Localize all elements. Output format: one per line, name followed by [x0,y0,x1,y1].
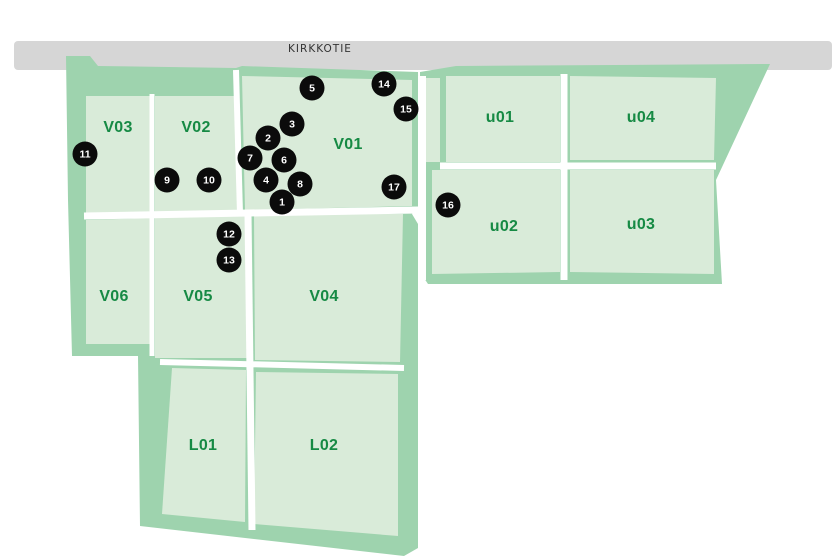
marker-dot [287,171,313,197]
marker-number: 9 [164,174,170,186]
grave-marker-10[interactable]: 10 [196,167,222,193]
road-label: KIRKKOTIE [288,43,352,55]
marker-dot [393,96,419,122]
marker-dot [72,141,98,167]
road-kirkkotie [14,41,832,70]
plot-label-v04: V04 [309,288,338,305]
plot-u03[interactable] [570,170,714,274]
plot-label-v05: V05 [183,288,212,305]
grave-marker-3[interactable]: 3 [279,111,305,137]
marker-dot [269,189,295,215]
plot-label-u03: u03 [627,216,655,233]
marker-dot [237,145,263,171]
plot-v03[interactable] [86,96,151,216]
marker-number: 3 [289,118,295,130]
marker-dot [255,125,281,151]
grave-marker-4[interactable]: 4 [253,167,279,193]
marker-dot [371,71,397,97]
marker-dot [253,167,279,193]
grave-marker-9[interactable]: 9 [154,167,180,193]
marker-number: 10 [203,174,215,186]
footpath-4 [83,206,419,220]
grave-marker-8[interactable]: 8 [287,171,313,197]
marker-number: 14 [378,78,390,90]
plot-l01[interactable] [162,368,246,522]
marker-dot [271,147,297,173]
plot-label-u02: u02 [490,218,518,235]
footpath-2 [244,213,256,531]
marker-number: 7 [247,152,253,164]
plot-u02[interactable] [432,170,560,274]
footpaths [83,69,716,531]
marker-number: 17 [388,181,400,193]
plot-u01[interactable] [446,76,560,162]
marker-dot [196,167,222,193]
plot-v01[interactable] [242,76,412,210]
marker-number: 13 [223,254,235,266]
plot-v06[interactable] [86,218,150,344]
plot-v02[interactable] [155,96,238,212]
marker-number: 6 [281,154,287,166]
marker-number: 15 [400,103,412,115]
plot-label-u01: u01 [486,109,514,126]
marker-dot [216,221,242,247]
grave-marker-17[interactable]: 17 [381,174,407,200]
plot-label-l01: L01 [189,437,217,454]
marker-dot [279,111,305,137]
grave-marker-5[interactable]: 5 [299,75,325,101]
marker-number: 5 [309,82,315,94]
plot-label-v02: V02 [181,119,210,136]
marker-number: 8 [297,178,303,190]
plot-label-u04: u04 [627,109,655,126]
grave-marker-13[interactable]: 13 [216,247,242,273]
marker-number: 16 [442,199,454,211]
marker-number: 4 [263,174,269,186]
plot-l02[interactable] [254,372,398,536]
plot-strip [426,78,440,162]
grave-marker-14[interactable]: 14 [371,71,397,97]
marker-dot [299,75,325,101]
marker-dot [216,247,242,273]
grave-marker-2[interactable]: 2 [255,125,281,151]
grave-marker-16[interactable]: 16 [435,192,461,218]
grave-marker-1[interactable]: 1 [269,189,295,215]
footpath-1 [233,69,243,215]
marker-number: 2 [265,132,271,144]
marker-dot [435,192,461,218]
grave-marker-15[interactable]: 15 [393,96,419,122]
marker-number: 12 [223,228,235,240]
plot-label-v03: V03 [103,119,132,136]
plot-u04[interactable] [570,76,716,160]
footpath-5 [159,359,405,371]
plot-label-v01: V01 [333,136,362,153]
marker-number: 11 [79,148,90,160]
plot-v04[interactable] [254,214,403,362]
plot-label-v06: V06 [99,288,128,305]
marker-dot [381,174,407,200]
marker-dot [154,167,180,193]
grave-marker-7[interactable]: 7 [237,145,263,171]
grave-marker-11[interactable]: 11 [72,141,98,167]
grave-marker-6[interactable]: 6 [271,147,297,173]
marker-number: 1 [279,196,285,208]
plot-label-l02: L02 [310,437,338,454]
grave-marker-12[interactable]: 12 [216,221,242,247]
